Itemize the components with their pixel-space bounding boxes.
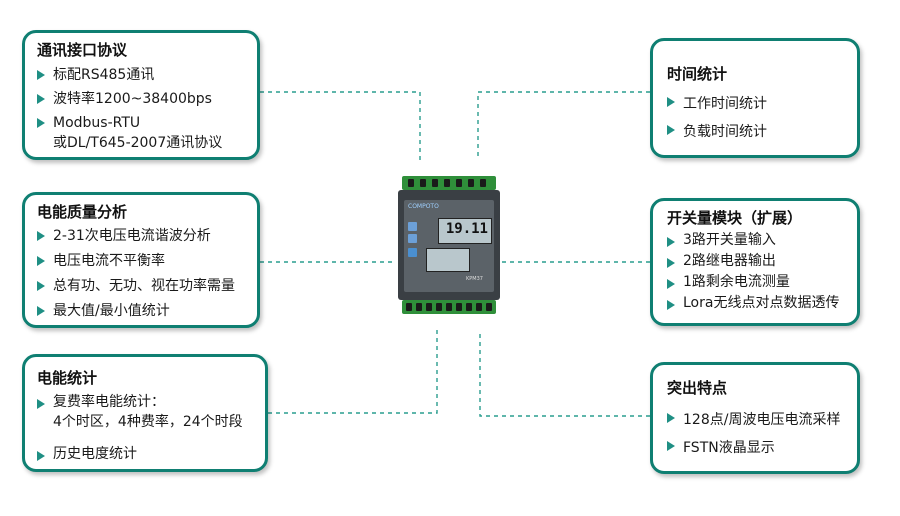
power-quality-panel: 电能质量分析 2-31次电压电流谐波分析 电压电流不平衡率 总有功、无功、视在功… [22,192,260,328]
arrow-icon [37,256,45,266]
list-item: 复费率电能统计：4个时区，4种费率，24个时段 [37,392,255,432]
power-meter-device: COMPOTO 19.11 KPM37 [398,176,500,316]
list-item: 3路开关量输入 [667,230,849,251]
list-item: FSTN液晶显示 [667,434,847,462]
comm-protocol-panel: 通讯接口协议 标配RS485通讯 波特率1200~38400bps Modbus… [22,30,260,160]
switch-module-panel: 开关量模块（扩展） 3路开关量输入 2路继电器输出 1路剩余电流测量 Lora无… [650,198,860,326]
list-item: 1路剩余电流测量 [667,272,849,293]
list-item: 负载时间统计 [667,118,847,146]
connector-time [477,91,650,160]
device-model: KPM37 [466,276,483,282]
time-statistics-panel: 时间统计 工作时间统计 负载时间统计 [650,38,860,158]
bottom-terminal-block [402,300,496,314]
arrow-icon [37,451,45,461]
panel-title: 开关量模块（扩展） [667,209,803,227]
arrow-icon [667,441,675,451]
arrow-icon [37,399,45,409]
arrow-icon [37,281,45,291]
right-button [408,234,417,243]
panel-title: 时间统计 [667,65,728,83]
device-brand: COMPOTO [408,203,439,210]
arrow-icon [37,94,45,104]
list-item: Lora无线点对点数据透传 [667,293,849,314]
panel-title: 突出特点 [667,379,728,397]
panel-title: 电能质量分析 [37,203,128,221]
arrow-icon [37,118,45,128]
energy-statistics-panel: 电能统计 复费率电能统计：4个时区，4种费率，24个时段 历史电度统计 [22,354,268,472]
list-item: 总有功、无功、视在功率需量 [37,274,247,299]
list-item: 工作时间统计 [667,90,847,118]
panel-title: 电能统计 [37,369,98,387]
panel-title: 通讯接口协议 [37,41,128,59]
device-body: COMPOTO 19.11 KPM37 [398,190,500,300]
arrow-icon [667,413,675,423]
list-item: 波特率1200~38400bps [37,87,247,111]
arrow-icon [37,231,45,241]
list-item: 电压电流不平衡率 [37,249,247,274]
lcd-value: 19.11 [445,221,488,237]
arrow-icon [667,279,675,289]
connector-feature [479,330,650,417]
arrow-icon [667,300,675,310]
list-item: 历史电度统计 [37,444,255,464]
list-item: 2-31次电压电流谐波分析 [37,224,247,249]
list-item: 2路继电器输出 [667,251,849,272]
list-item: 最大值/最小值统计 [37,299,247,324]
device-front-panel: COMPOTO 19.11 KPM37 [404,200,494,292]
arrow-icon [37,70,45,80]
arrow-icon [667,258,675,268]
left-button [408,222,417,231]
connector-comm [260,91,421,160]
connector-energy [268,330,438,414]
arrow-icon [667,97,675,107]
key-features-panel: 突出特点 128点/周波电压电流采样 FSTN液晶显示 [650,362,860,474]
arrow-icon [667,237,675,247]
arrow-icon [37,306,45,316]
arrow-icon [667,125,675,135]
top-terminal-block [402,176,496,190]
lcd-display: 19.11 [438,218,492,244]
list-item: 标配RS485通讯 [37,63,247,87]
list-item: 128点/周波电压电流采样 [667,406,847,434]
lcd-secondary [426,248,470,272]
menu-button [408,248,417,257]
